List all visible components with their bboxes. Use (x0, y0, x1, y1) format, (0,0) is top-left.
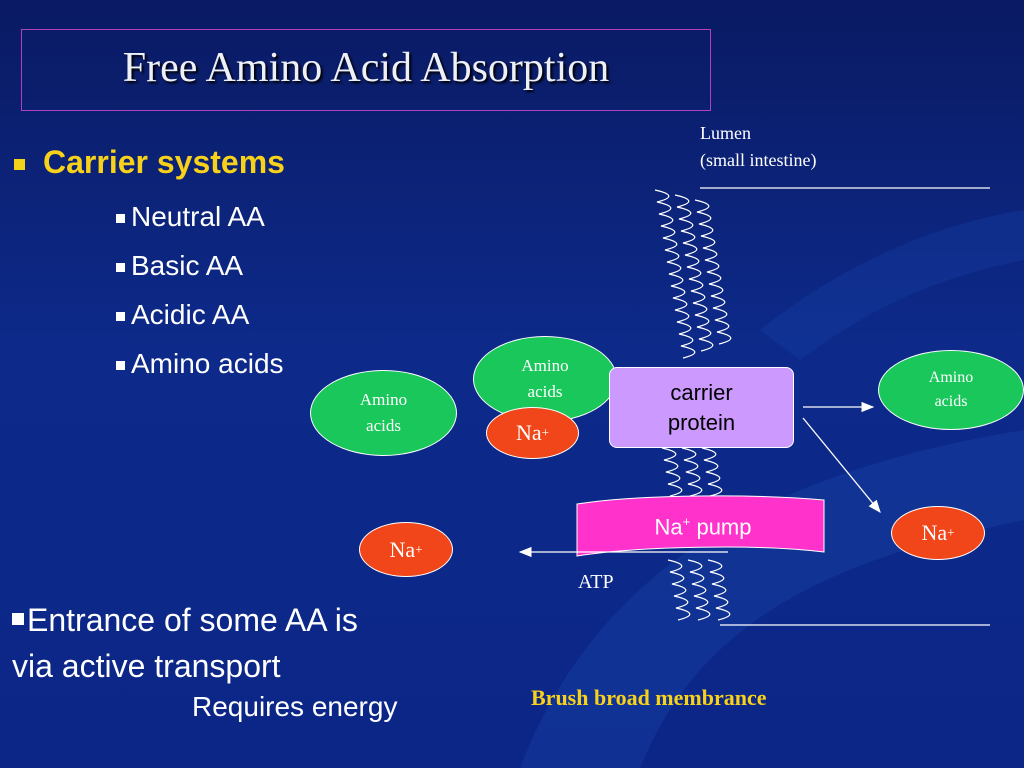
bullet-square-icon (116, 312, 125, 322)
list-item: Amino acids (116, 348, 284, 380)
list-item: Acidic AA (116, 299, 249, 331)
active-transport-note: Entrance of some AA is via active transp… (12, 602, 358, 684)
carrier-protein-box: carrier protein (609, 367, 794, 448)
na-pump-banner (576, 495, 825, 557)
slide-title: Free Amino Acid Absorption (122, 45, 610, 91)
bullet-square-icon (12, 613, 24, 625)
lumen-label: Lumen (small intestine) (700, 123, 817, 170)
bullet-square-icon (116, 214, 125, 224)
sodium-oval-left: Na+ (359, 522, 453, 577)
list-item: Basic AA (116, 250, 243, 282)
carrier-systems-heading: Carrier systems (14, 144, 285, 181)
list-item: Neutral AA (116, 201, 265, 233)
sodium-oval-right: Na+ (891, 506, 985, 560)
title-frame (21, 29, 711, 111)
na-pump-label: Na+ pump (654, 514, 752, 540)
amino-acids-oval-right: Amino acids (878, 350, 1024, 430)
sodium-oval-top: Na+ (486, 407, 579, 459)
energy-note: Requires energy (192, 691, 398, 722)
arrow-to-right-na (802, 417, 881, 514)
amino-acids-oval-left: Amino acids (310, 370, 457, 456)
microvilli-icon (654, 189, 732, 621)
membrane-label: Brush broad membrance (531, 685, 767, 710)
bullet-square-icon (116, 361, 125, 371)
atp-label: ATP (578, 571, 614, 593)
bullet-square-icon (14, 159, 25, 171)
bullet-square-icon (116, 263, 125, 273)
